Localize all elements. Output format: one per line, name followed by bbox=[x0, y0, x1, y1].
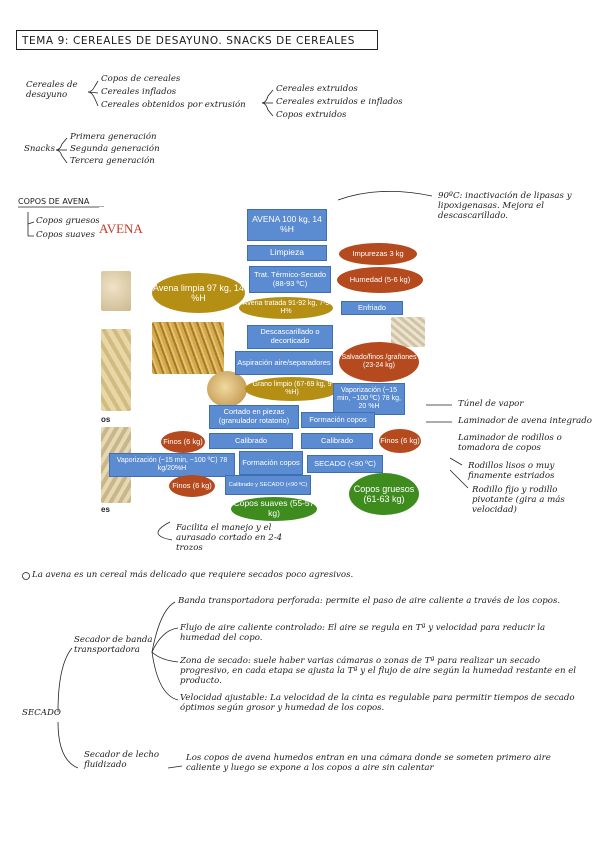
annotation-rodillo-fijo: Rodillo fijo y rodillo pivotante (gira a… bbox=[472, 486, 592, 516]
node-copos-gruesos: Copos gruesos (61-63 kg) bbox=[349, 473, 419, 515]
node-cortado: Cortado en piezas (granulador rotatorio) bbox=[209, 405, 299, 429]
cereales-item-1: Copos de cereales bbox=[101, 75, 180, 85]
rolled-oats-photo bbox=[101, 329, 131, 411]
extrusion-item-3: Copos extruidos bbox=[276, 111, 346, 121]
node-enfriado: Enfriado bbox=[341, 301, 403, 315]
groats-photo bbox=[207, 371, 247, 407]
secado-label: SECADO bbox=[22, 709, 61, 719]
node-avena: AVENA 100 kg, 14 %H bbox=[247, 209, 327, 241]
node-vaporizacion-left: Vaporización (~15 min, ~100 ºC) 78 kg/20… bbox=[109, 453, 235, 477]
node-formacion-copos-left: Formación copos bbox=[239, 451, 303, 475]
node-secado: SECADO (<90 ºC) bbox=[307, 455, 383, 473]
extrusion-item-2: Cereales extruidos e inflados bbox=[276, 98, 403, 108]
node-formacion-copos-right: Formación copos bbox=[301, 412, 375, 428]
annotation-rodillos: Rodillos lisos o muy finamente estriados bbox=[468, 462, 592, 482]
cereales-label: Cereales de desayuno bbox=[26, 81, 86, 101]
node-trat-termico: Trat. Térmico-Secado (88-93 ºC) bbox=[249, 266, 331, 293]
node-grano-limpio: Grano limpio (67-69 kg, 9 %H) bbox=[245, 377, 339, 401]
node-copos-suaves: Copos suaves (55-57 kg) bbox=[231, 497, 317, 521]
node-finos-bottom: Finos (6 kg) bbox=[169, 475, 215, 497]
banda-item-2: Flujo de aire caliente controlado: El ai… bbox=[180, 624, 578, 644]
snacks-label: Snacks bbox=[24, 145, 55, 155]
node-descascarillado: Descascarillado o decorticado bbox=[247, 325, 333, 349]
oat-grains-photo bbox=[101, 271, 131, 311]
copos-avena-heading: COPOS DE AVENA bbox=[18, 197, 89, 206]
snacks-item-3: Tercera generación bbox=[70, 157, 155, 167]
node-impurezas: Impurezas 3 kg bbox=[339, 243, 417, 265]
note-text: La avena es un cereal más delicado que r… bbox=[32, 571, 353, 581]
node-avena-tratada: Avena tratada 91-92 kg, 7-9 H% bbox=[239, 297, 333, 319]
annotation-laminador2: Laminador de rodillos o tomadora de copo… bbox=[458, 434, 598, 454]
banda-item-4: Velocidad ajustable: La velocidad de la … bbox=[180, 694, 578, 714]
secado-lecho-text: Los copos de avena humedos entran en una… bbox=[186, 754, 586, 774]
node-finos-right: Finos (6 kg) bbox=[379, 429, 421, 453]
snacks-item-2: Segunda generación bbox=[70, 145, 160, 155]
diagram-title: AVENA bbox=[99, 221, 143, 237]
node-limpieza: Limpieza bbox=[247, 245, 327, 261]
annotation-facilita: Facilita el manejo y el aurasado cortado… bbox=[176, 524, 296, 554]
node-humedad: Humedad (5-6 kg) bbox=[337, 267, 423, 293]
annotation-tunel: Túnel de vapor bbox=[458, 400, 523, 410]
snacks-item-1: Primera generación bbox=[70, 133, 157, 143]
copos-avena-item-2: Copos suaves bbox=[36, 231, 95, 241]
process-diagram: AVENA os es AVENA 100 kg, 14 %H Limpieza… bbox=[99, 207, 426, 521]
node-calibrado-right: Calibrado bbox=[301, 433, 373, 449]
side-label-es: es bbox=[101, 505, 110, 514]
node-avena-limpia: Avena limpia 97 kg, 14 %H bbox=[152, 273, 245, 313]
annotation-temp: 90ºC: inactivación de lipasas y lipoxige… bbox=[438, 192, 598, 222]
annotation-laminador: Laminador de avena integrado bbox=[458, 417, 592, 427]
secado-banda-label: Secador de banda transportadora bbox=[74, 636, 154, 656]
extrusion-item-1: Cereales extruidos bbox=[276, 85, 358, 95]
cereales-item-3: Cereales obtenidos por extrusión bbox=[101, 101, 246, 111]
node-salvado: Salvado/finos /grañones (23-24 kg) bbox=[339, 342, 419, 382]
node-finos-left: Finos (6 kg) bbox=[161, 431, 205, 453]
bran-photo bbox=[391, 317, 425, 347]
side-label-os: os bbox=[101, 415, 110, 424]
node-calibrado-secado: Calibrado y SECADO (<90 ºC) bbox=[225, 475, 311, 495]
node-calibrado-left: Calibrado bbox=[209, 433, 293, 449]
node-aspiracion: Aspiración aire/separadores bbox=[235, 351, 333, 375]
node-vaporizacion-top: Vaporización (~15 min, ~100 ºC) 78 kg, 2… bbox=[333, 383, 405, 415]
secado-lecho-label: Secador de lecho fluidizado bbox=[84, 751, 168, 771]
cereales-item-2: Cereales inflados bbox=[101, 88, 176, 98]
banda-item-3: Zona de secado: suele haber varias cámar… bbox=[180, 657, 578, 687]
banda-item-1: Banda transportadora perforada: permite … bbox=[178, 597, 578, 607]
oat-grain-pile-photo bbox=[152, 322, 224, 374]
copos-avena-item-1: Copos gruesos bbox=[36, 217, 100, 227]
